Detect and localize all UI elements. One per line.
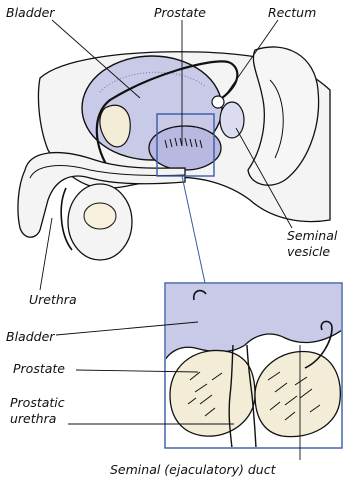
seminal-vesicle-shape: [220, 102, 244, 138]
label-seminal-vesicle-2: vesicle: [287, 245, 330, 259]
label-urethra: Urethra: [29, 293, 77, 307]
prostate-shape: [149, 126, 221, 170]
label-rectum: Rectum: [268, 6, 316, 20]
label-prostatic-urethra-2: urethra: [10, 412, 56, 426]
label-seminal-duct: Seminal (ejaculatory) duct: [110, 463, 276, 477]
label-prostate-top: Prostate: [154, 6, 206, 20]
label-bladder-top: Bladder: [6, 6, 54, 20]
label-prostatic-urethra-1: Prostatic: [10, 396, 65, 410]
label-bladder-inset: Bladder: [6, 330, 54, 344]
leader-urethra: [40, 218, 52, 290]
label-seminal-vesicle-1: Seminal: [287, 229, 337, 243]
label-prostate-inset: Prostate: [13, 362, 65, 376]
